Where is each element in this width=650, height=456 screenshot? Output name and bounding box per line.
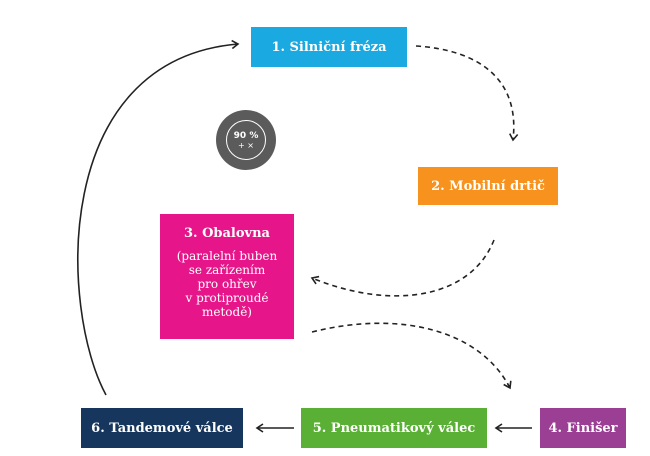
node-pneumatikovy-valec: 5. Pneumatikový válec: [301, 408, 487, 448]
recycling-badge-ring: 90 % + ×: [226, 120, 266, 160]
recycling-badge: 90 % + ×: [216, 110, 276, 170]
node-label: 2. Mobilní drtič: [431, 178, 545, 194]
node-label: 5. Pneumatikový válec: [312, 420, 476, 436]
node-label: 3. Obalovna: [184, 226, 270, 241]
node-label: 6. Tandemové válce: [91, 420, 233, 436]
edge-1-to-2: [415, 45, 519, 142]
edge-2-to-3: [310, 239, 495, 297]
edge-3-to-4: [311, 322, 512, 390]
badge-percent: 90 %: [233, 130, 259, 141]
node-label: 4. Finišer: [548, 420, 618, 436]
node-silnicni-freza: 1. Silniční fréza: [251, 27, 407, 67]
edge-6-to-1: [77, 39, 240, 396]
badge-operators: + ×: [238, 140, 254, 150]
node-label: 1. Silniční fréza: [271, 39, 387, 55]
node-finiser: 4. Finišer: [540, 408, 626, 448]
node-sublabel: (paralelní buben se zařízením pro ohřev …: [176, 249, 278, 319]
node-tandemove-valce: 6. Tandemové válce: [81, 408, 243, 448]
node-mobilni-drtic: 2. Mobilní drtič: [418, 167, 558, 205]
node-obalovna: 3. Obalovna (paralelní buben se zařízení…: [160, 214, 294, 339]
